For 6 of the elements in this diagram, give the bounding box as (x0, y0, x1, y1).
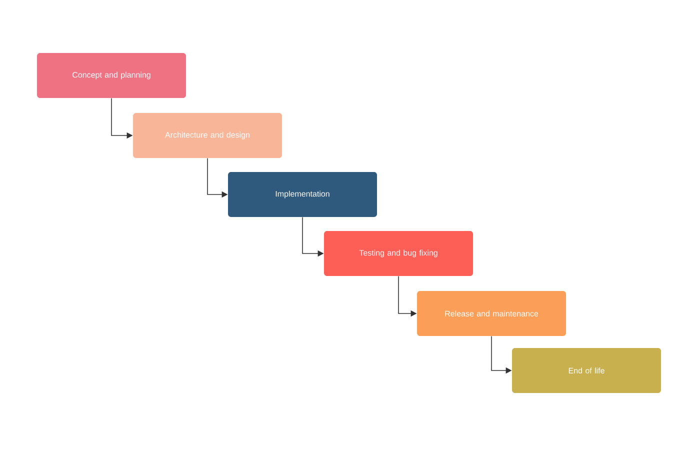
process-box: Implementation (228, 172, 377, 217)
process-box: Release and maintenance (417, 291, 566, 336)
process-box: Testing and bug fixing (324, 231, 473, 276)
process-box: End of life (512, 348, 661, 393)
process-box: Concept and planning (37, 53, 186, 98)
process-box: Architecture and design (133, 113, 282, 158)
